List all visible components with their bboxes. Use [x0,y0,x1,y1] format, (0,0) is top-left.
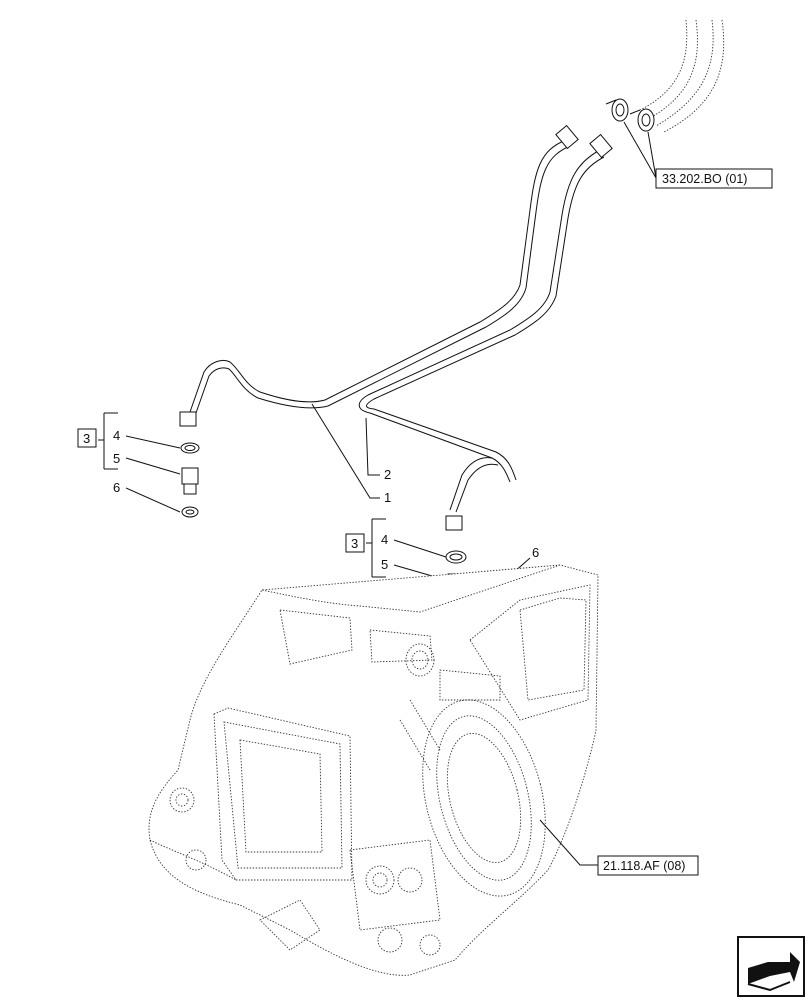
callout-3-box-left [77,428,97,448]
housing-reference-box [597,855,699,876]
pipe-2 [358,133,613,531]
callout-2: 2 [384,467,391,482]
hose-assembly [605,19,725,133]
callout-4-left: 4 [113,428,120,443]
hoses-reference: 33.202.BO (01) [662,172,747,186]
callout-6-left: 6 [113,480,120,495]
pipe-1 [179,124,579,427]
callout-1: 1 [384,490,391,505]
callout-6-right: 6 [532,545,539,560]
hoses-reference-box [655,168,773,189]
arrow-next-icon[interactable] [737,936,805,997]
housing-reference: 21.118.AF (08) [603,859,685,873]
callout-5-right: 5 [381,557,388,572]
transmission-housing [148,564,599,976]
callout-3-right: 3 [351,536,358,551]
callout-3-box-right [345,533,365,553]
left-fitting-group [98,412,200,518]
callout-4-right: 4 [381,532,388,547]
callout-3-left: 3 [83,431,90,446]
callout-5-left: 5 [113,451,120,466]
